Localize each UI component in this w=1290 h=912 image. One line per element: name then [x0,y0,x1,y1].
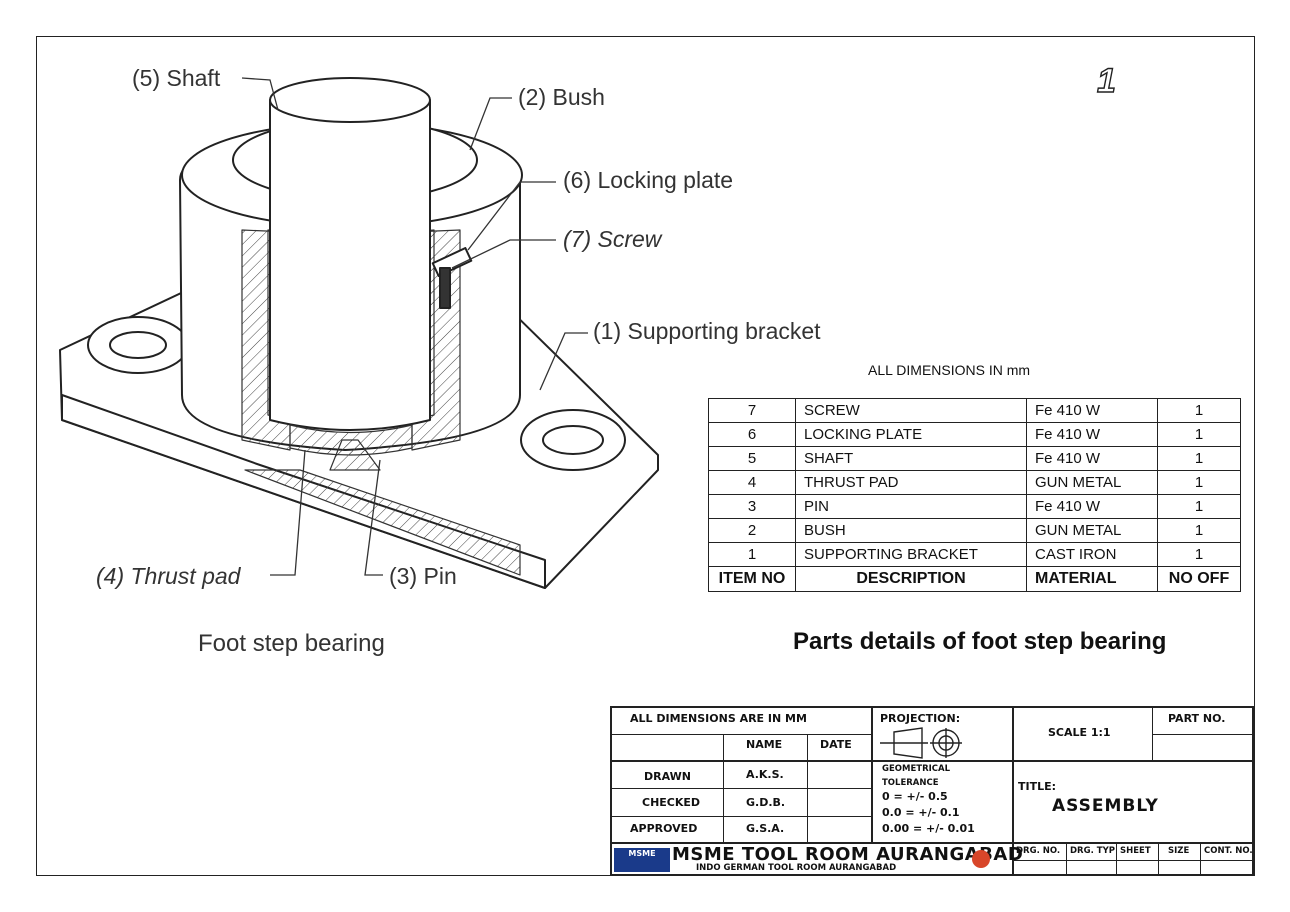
tb-drg-type: DRG. TYP [1070,846,1115,856]
dimensions-note: ALL DIMENSIONS IN mm [868,362,1031,378]
cell-no-off: 1 [1157,494,1241,519]
tb-drawn-label: DRAWN [644,770,691,783]
cell-no-off: 1 [1157,542,1241,567]
callout-supporting-bracket: (1) Supporting bracket [593,318,821,344]
tb-tolerance-title-1: GEOMETRICAL [882,764,951,774]
callout-screw: (7) Screw [563,226,662,252]
base-hatch-left [244,469,521,576]
tb-checked-name: G.D.B. [746,796,786,809]
cell-item-no: 5 [708,446,796,471]
parts-table-header: ITEM NO DESCRIPTION MATERIAL NO OFF [708,566,1241,592]
tb-organization-sub: INDO GERMAN TOOL ROOM AURANGABAD [696,863,897,873]
cell-description: LOCKING PLATE [795,422,1027,447]
shaft-top [269,77,431,123]
cell-no-off: 1 [1157,470,1241,495]
tb-cont-no: CONT. NO. [1204,846,1253,856]
tb-checked-label: CHECKED [642,796,701,809]
tb-drg-no: DRG. NO. [1016,846,1061,856]
tb-tolerance-title-2: TOLERANCE [882,778,939,788]
cell-material: GUN METAL [1026,518,1158,543]
drawing-caption: Foot step bearing [198,630,385,657]
cell-material: Fe 410 W [1026,398,1158,423]
cell-material: Fe 410 W [1026,422,1158,447]
cell-material: Fe 410 W [1026,494,1158,519]
cell-description: BUSH [795,518,1027,543]
slot-right-inner [542,425,604,455]
callout-bush: (2) Bush [518,84,605,110]
cell-item-no: 3 [708,494,796,519]
leader-supporting-bracket [539,332,588,391]
pin [329,439,381,471]
igtr-logo [972,850,990,868]
callout-thrust-pad: (4) Thrust pad [96,563,241,589]
cell-no-off: 1 [1157,398,1241,423]
header-no-off: NO OFF [1157,566,1241,592]
header-material: MATERIAL [1026,566,1158,592]
slot-left-inner [109,331,167,359]
header-description: DESCRIPTION [795,566,1027,592]
leader-bush [469,97,512,151]
tb-size: SIZE [1168,846,1190,856]
cell-material: CAST IRON [1026,542,1158,567]
callout-shaft: (5) Shaft [132,65,221,91]
tb-projection-label: PROJECTION: [880,712,961,725]
cell-description: PIN [795,494,1027,519]
screw [439,267,451,309]
cell-no-off: 1 [1157,518,1241,543]
tb-title-label: TITLE: [1018,780,1057,793]
cell-item-no: 1 [708,542,796,567]
header-item-no: ITEM NO [708,566,796,592]
title-block: ALL DIMENSIONS ARE IN MM PROJECTION: SCA… [610,706,1254,876]
tb-tolerance-1: 0 = +/- 0.5 [882,790,948,803]
callout-pin: (3) Pin [389,563,457,589]
callout-locking-plate: (6) Locking plate [563,167,734,193]
tb-date-header: DATE [820,738,852,751]
leader-thrust-pad [270,449,306,576]
tb-approved-name: G.S.A. [746,822,785,835]
cell-no-off: 1 [1157,422,1241,447]
leader-pin [364,459,383,576]
tb-tolerance-3: 0.00 = +/- 0.01 [882,822,975,835]
cell-item-no: 7 [708,398,796,423]
cell-material: Fe 410 W [1026,446,1158,471]
sheet-number: 1 [1096,61,1116,100]
leader-screw [451,239,556,269]
tb-drawn-name: A.K.S. [746,768,784,781]
tb-dims-note: ALL DIMENSIONS ARE IN MM [630,712,807,725]
cell-item-no: 4 [708,470,796,495]
cell-material: GUN METAL [1026,470,1158,495]
cell-description: SUPPORTING BRACKET [795,542,1027,567]
tb-title-value: ASSEMBLY [1052,796,1159,816]
leader-locking-plate [467,181,556,251]
tb-scale: SCALE 1:1 [1048,726,1111,739]
tb-approved-label: APPROVED [630,822,698,835]
cell-item-no: 2 [708,518,796,543]
cell-item-no: 6 [708,422,796,447]
tb-tolerance-2: 0.0 = +/- 0.1 [882,806,960,819]
tb-sheet: SHEET [1120,846,1151,856]
shaft [269,99,431,431]
first-angle-projection-icon [880,727,962,759]
drawing-sheet-border [36,36,1255,876]
msme-logo: MSME [614,848,670,872]
table-caption: Parts details of foot step bearing [793,628,1167,655]
cell-description: SHAFT [795,446,1027,471]
cell-description: SCREW [795,398,1027,423]
tb-organization: MSME TOOL ROOM AURANGABAD [672,844,1024,865]
cell-description: THRUST PAD [795,470,1027,495]
tb-part-no-label: PART NO. [1168,712,1226,725]
tb-name-header: NAME [746,738,783,751]
leader-shaft [241,77,279,111]
cell-no-off: 1 [1157,446,1241,471]
